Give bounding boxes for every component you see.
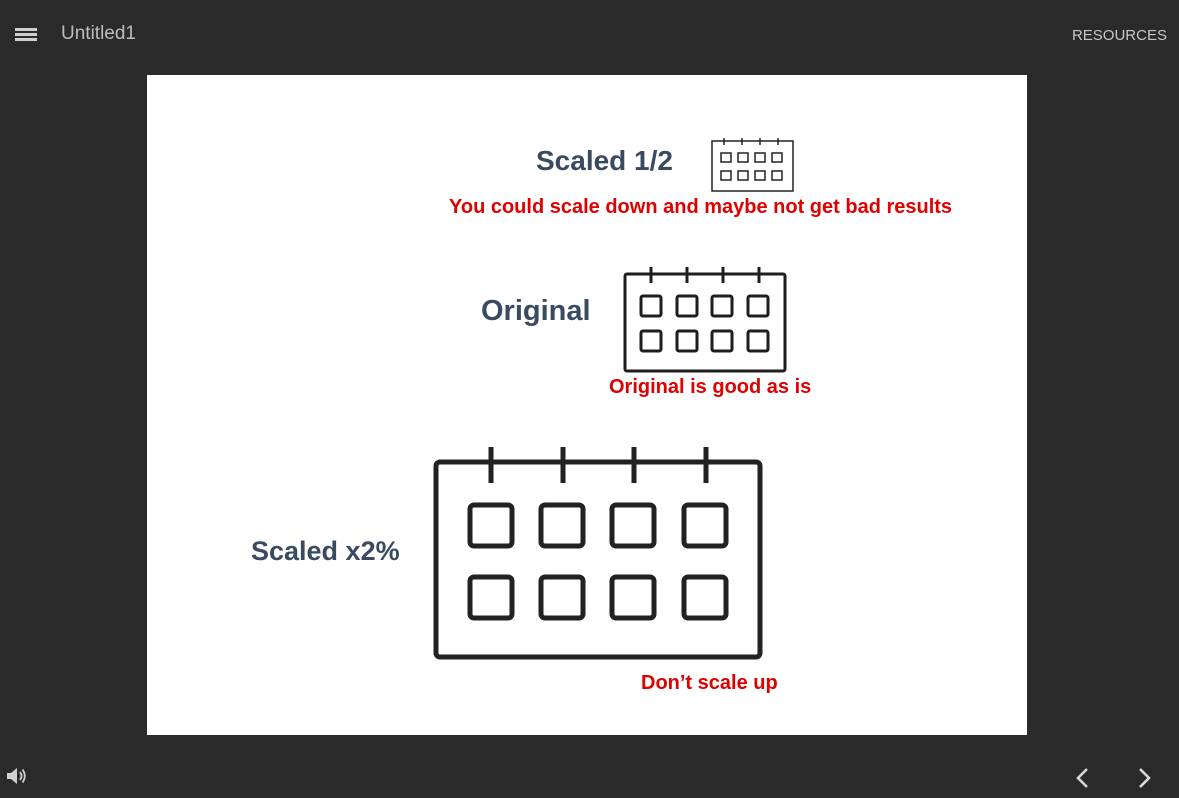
scaled-half-label: Scaled 1/2 — [536, 145, 673, 176]
scaled-half-note: You could scale down and maybe not get b… — [449, 196, 953, 218]
original-note: Original is good as is — [609, 376, 812, 398]
scaled-double-label: Scaled x2% — [251, 536, 400, 566]
course-title: Untitled1 — [61, 23, 136, 44]
menu-icon-line — [15, 28, 37, 31]
bottom-bar — [0, 750, 1179, 798]
calendar-icon-large — [433, 447, 763, 660]
top-bar: Untitled1 RESOURCES — [0, 0, 1179, 70]
speaker-volume-icon[interactable] — [6, 767, 28, 785]
calendar-icon-original — [623, 267, 787, 373]
chevron-left-icon[interactable] — [1071, 766, 1095, 790]
resources-button[interactable]: RESOURCES — [1071, 27, 1167, 44]
calendar-icon-small — [711, 138, 794, 192]
slide-canvas: Scaled 1/2 You could scale down and mayb… — [147, 75, 1027, 735]
chevron-right-icon[interactable] — [1132, 766, 1156, 790]
original-label: Original — [481, 295, 591, 327]
scaled-double-note: Don’t scale up — [641, 672, 778, 694]
menu-icon-line — [15, 38, 37, 41]
menu-icon-line — [15, 33, 37, 36]
menu-button[interactable] — [12, 24, 40, 46]
